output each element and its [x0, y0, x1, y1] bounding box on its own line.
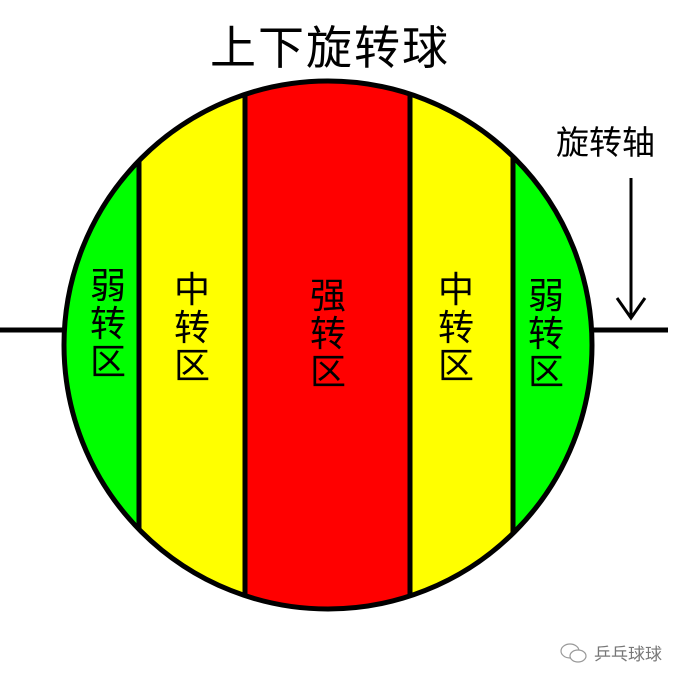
ball-outline — [61, 78, 595, 612]
zone-label-weak-right: 弱转区 — [527, 276, 564, 393]
diagram-title: 上下旋转球 — [210, 21, 450, 75]
zone-strong — [245, 81, 410, 609]
zone-medium-left — [140, 81, 245, 609]
watermark-text: 乒乓球球 — [594, 645, 662, 665]
wechat-icon — [560, 642, 587, 663]
watermark: 乒乓球球 — [560, 640, 662, 665]
zone-medium-right — [410, 81, 513, 609]
zone-label-weak-left: 弱转区 — [89, 266, 126, 383]
zone-label-strong: 强转区 — [309, 276, 346, 393]
arrow-down-icon — [615, 178, 647, 321]
zone-label-medium-left: 中转区 — [173, 270, 210, 387]
zone-label-medium-right: 中转区 — [437, 270, 474, 387]
rotation-axis-label: 旋转轴 — [556, 123, 655, 162]
